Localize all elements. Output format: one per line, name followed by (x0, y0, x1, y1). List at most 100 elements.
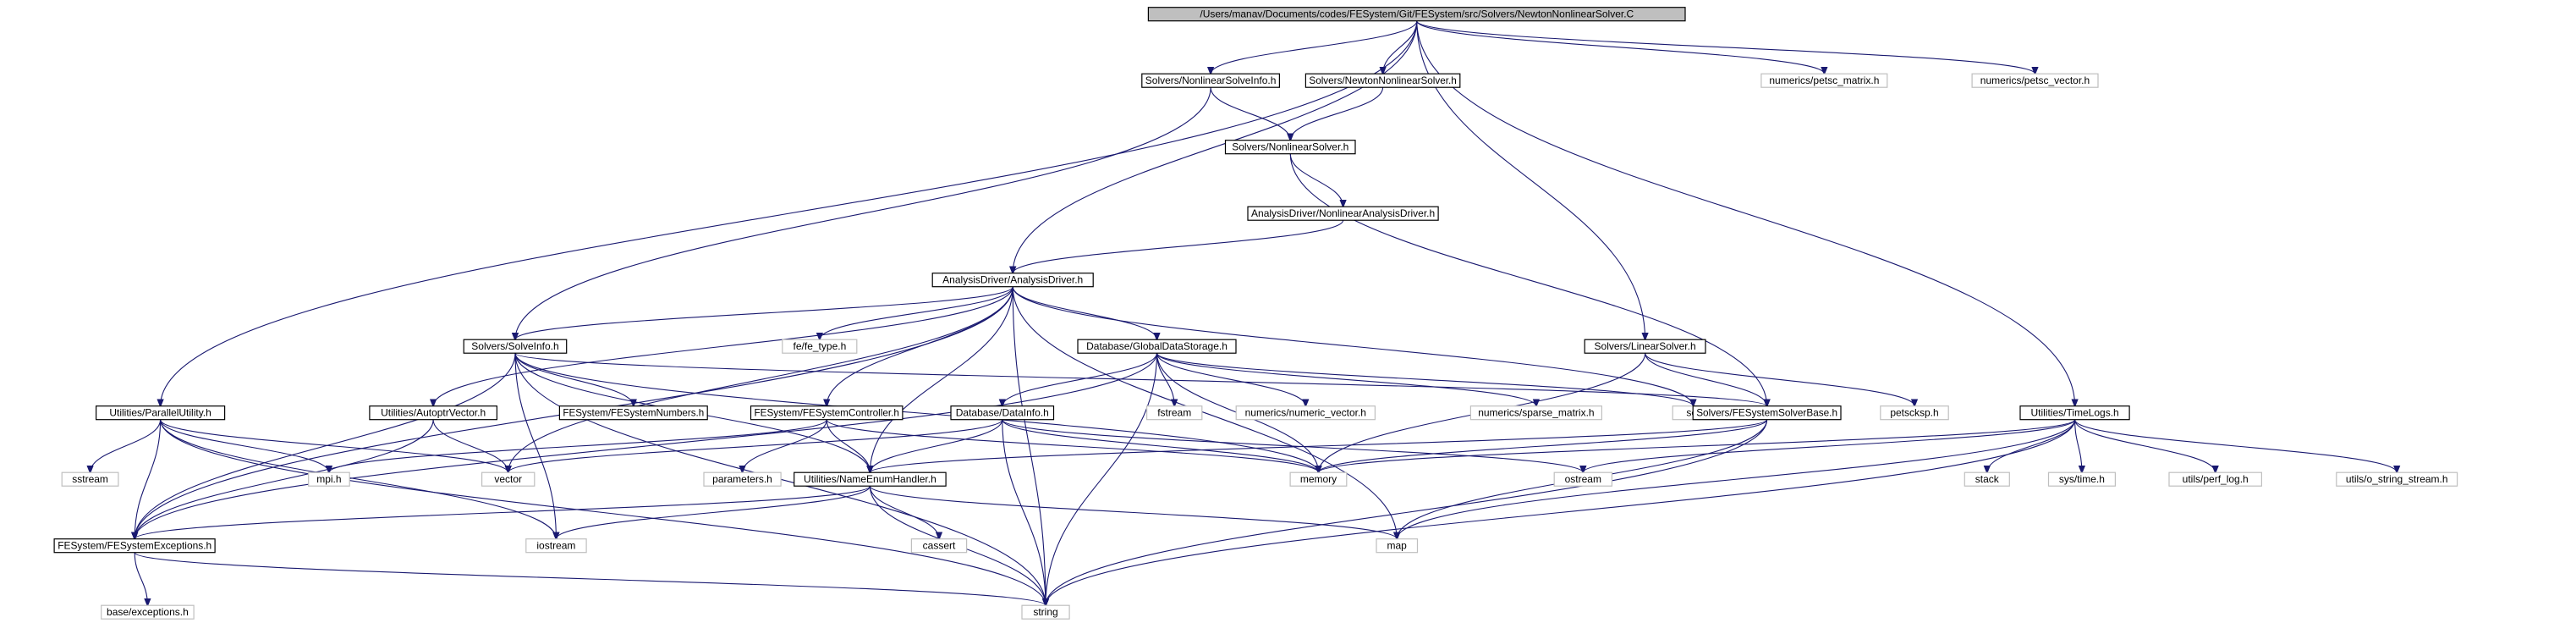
edge-datainfo-to-vector (508, 419, 1003, 473)
node-label: petscksp.h (1890, 407, 1938, 419)
node-stack[interactable]: stack (1964, 471, 2010, 487)
edge-global-storage-to-datainfo (1002, 353, 1158, 406)
node-solve-info[interactable]: Solvers/SolveInfo.h (463, 339, 568, 354)
node-label: fe/fe_type.h (794, 340, 847, 352)
edge-timelogs-to-map (1397, 419, 2076, 539)
node-label: iostream (536, 540, 575, 552)
edge-parallel-to-string (160, 419, 1046, 606)
node-label: Utilities/AutoptrVector.h (381, 407, 486, 419)
node-label: numerics/petsc_matrix.h (1769, 74, 1879, 86)
node-box (1692, 405, 1842, 421)
node-label: utils/o_string_stream.h (2346, 473, 2448, 485)
edge-timelogs-to-string (1046, 419, 2076, 606)
node-analysis-driver[interactable]: AnalysisDriver/AnalysisDriver.h (931, 273, 1094, 288)
node-sys-time[interactable]: sys/time.h (2047, 471, 2117, 487)
edge-analysis-driver-to-global-storage (1012, 286, 1156, 340)
node-label: AnalysisDriver/NonlinearAnalysisDriver.h (1251, 207, 1435, 219)
edge-analysis-driver-to-name-enum (870, 286, 1013, 473)
edge-root-to-newton-h (1383, 20, 1418, 74)
node-memory[interactable]: memory (1289, 471, 1348, 487)
node-timelogs[interactable]: Utilities/TimeLogs.h (2019, 405, 2130, 421)
node-parallel[interactable]: Utilities/ParallelUtility.h (95, 405, 226, 421)
node-fe-type[interactable]: fe/fe_type.h (782, 339, 858, 354)
node-linear-solver[interactable]: Solvers/LinearSolver.h (1584, 339, 1706, 354)
node-box (1880, 405, 1949, 421)
node-datainfo[interactable]: Database/DataInfo.h (950, 405, 1055, 421)
node-controller[interactable]: FESystem/FESystemController.h (750, 405, 904, 421)
node-newton-h[interactable]: Solvers/NewtonNonlinearSolver.h (1304, 73, 1461, 88)
node-parameters[interactable]: parameters.h (703, 471, 782, 487)
node-string[interactable]: string (1021, 604, 1070, 620)
edge-name-enum-to-cassert (869, 486, 939, 539)
edge-solve-info-to-solver-base (514, 352, 1767, 406)
edge-analysis-driver-to-vector (508, 286, 1013, 473)
edge-autoptr-to-exceptions (135, 419, 434, 539)
edge-nonlinear-solver-to-solver-base (1289, 153, 1766, 406)
node-cassert[interactable]: cassert (910, 538, 968, 554)
node-box (101, 604, 195, 620)
node-box (782, 339, 858, 354)
node-label: cassert (923, 540, 956, 552)
node-nonlinear-driver[interactable]: AnalysisDriver/NonlinearAnalysisDriver.h (1247, 206, 1439, 221)
edge-nl-solve-info-to-solve-info (515, 87, 1211, 339)
node-global-storage[interactable]: Database/GlobalDataStorage.h (1077, 339, 1237, 354)
node-label: ostream (1565, 473, 1601, 485)
node-label: fstream (1157, 407, 1191, 419)
edge-controller-to-memory (826, 419, 1318, 473)
node-name-enum[interactable]: Utilities/NameEnumHandler.h (794, 471, 947, 487)
node-petsc-vector[interactable]: numerics/petsc_vector.h (1971, 73, 2099, 88)
node-label: Utilities/NameEnumHandler.h (804, 473, 936, 485)
edge-root-to-parallel (161, 20, 1418, 406)
node-numeric-vector[interactable]: numerics/numeric_vector.h (1235, 405, 1376, 421)
node-box (463, 339, 568, 354)
node-box (1971, 73, 2099, 88)
node-box (1077, 339, 1237, 354)
node-mpi[interactable]: mpi.h (308, 471, 350, 487)
edge-linear-solver-to-petscksp (1645, 353, 1914, 406)
node-petscksp[interactable]: petscksp.h (1880, 405, 1949, 421)
node-box (1289, 471, 1348, 487)
edge-linear-solver-to-solver-base (1645, 353, 1767, 406)
node-sparse-matrix[interactable]: numerics/sparse_matrix.h (1469, 405, 1603, 421)
node-box (1304, 73, 1461, 88)
node-box (2019, 405, 2130, 421)
edge-parallel-to-iostream (160, 419, 557, 539)
node-o-string[interactable]: utils/o_string_stream.h (2336, 471, 2458, 487)
edge-solve-info-to-exceptions (135, 353, 516, 539)
edge-solver-base-to-memory (1319, 419, 1768, 473)
node-box (308, 471, 350, 487)
node-label: Solvers/FESystemSolverBase.h (1696, 407, 1837, 419)
node-iostream[interactable]: iostream (525, 538, 587, 554)
node-label: vector (494, 473, 522, 485)
node-solver-base[interactable]: Solvers/FESystemSolverBase.h (1692, 405, 1842, 421)
node-nl-solve-info[interactable]: Solvers/NonlinearSolveInfo.h (1141, 73, 1281, 88)
node-box (1021, 604, 1070, 620)
node-label: sys/time.h (2059, 473, 2105, 485)
node-autoptr[interactable]: Utilities/AutoptrVector.h (369, 405, 497, 421)
node-label: FESystem/FESystemNumbers.h (563, 407, 704, 419)
node-vector[interactable]: vector (481, 471, 536, 487)
node-fstream[interactable]: fstream (1145, 405, 1203, 421)
node-petsc-matrix[interactable]: numerics/petsc_matrix.h (1760, 73, 1888, 88)
node-base-exc[interactable]: base/exceptions.h (101, 604, 195, 620)
edge-global-storage-to-set (1156, 352, 1694, 406)
node-nonlinear-solver[interactable]: Solvers/NonlinearSolver.h (1224, 140, 1356, 155)
node-perf-log[interactable]: utils/perf_log.h (2168, 471, 2263, 487)
node-fes-numbers[interactable]: FESystem/FESystemNumbers.h (558, 405, 708, 421)
node-label: Solvers/SolveInfo.h (471, 340, 558, 352)
node-map[interactable]: map (1376, 538, 1419, 554)
node-label: numerics/numeric_vector.h (1245, 407, 1366, 419)
node-label: Utilities/ParallelUtility.h (109, 407, 211, 419)
edge-timelogs-to-o-string (2074, 419, 2397, 473)
edge-name-enum-to-map (869, 485, 1397, 539)
node-root[interactable]: /Users/manav/Documents/codes/FESystem/Gi… (1147, 7, 1686, 22)
node-exceptions[interactable]: FESystem/FESystemExceptions.h (53, 538, 216, 554)
node-box (1141, 73, 1281, 88)
node-box (481, 471, 536, 487)
node-sstream[interactable]: sstream (61, 471, 119, 487)
edge-datainfo-to-memory (1002, 419, 1319, 473)
edge-timelogs-to-memory (1319, 419, 2076, 473)
node-ostream[interactable]: ostream (1553, 471, 1612, 487)
node-box (794, 471, 947, 487)
node-box (525, 538, 587, 554)
